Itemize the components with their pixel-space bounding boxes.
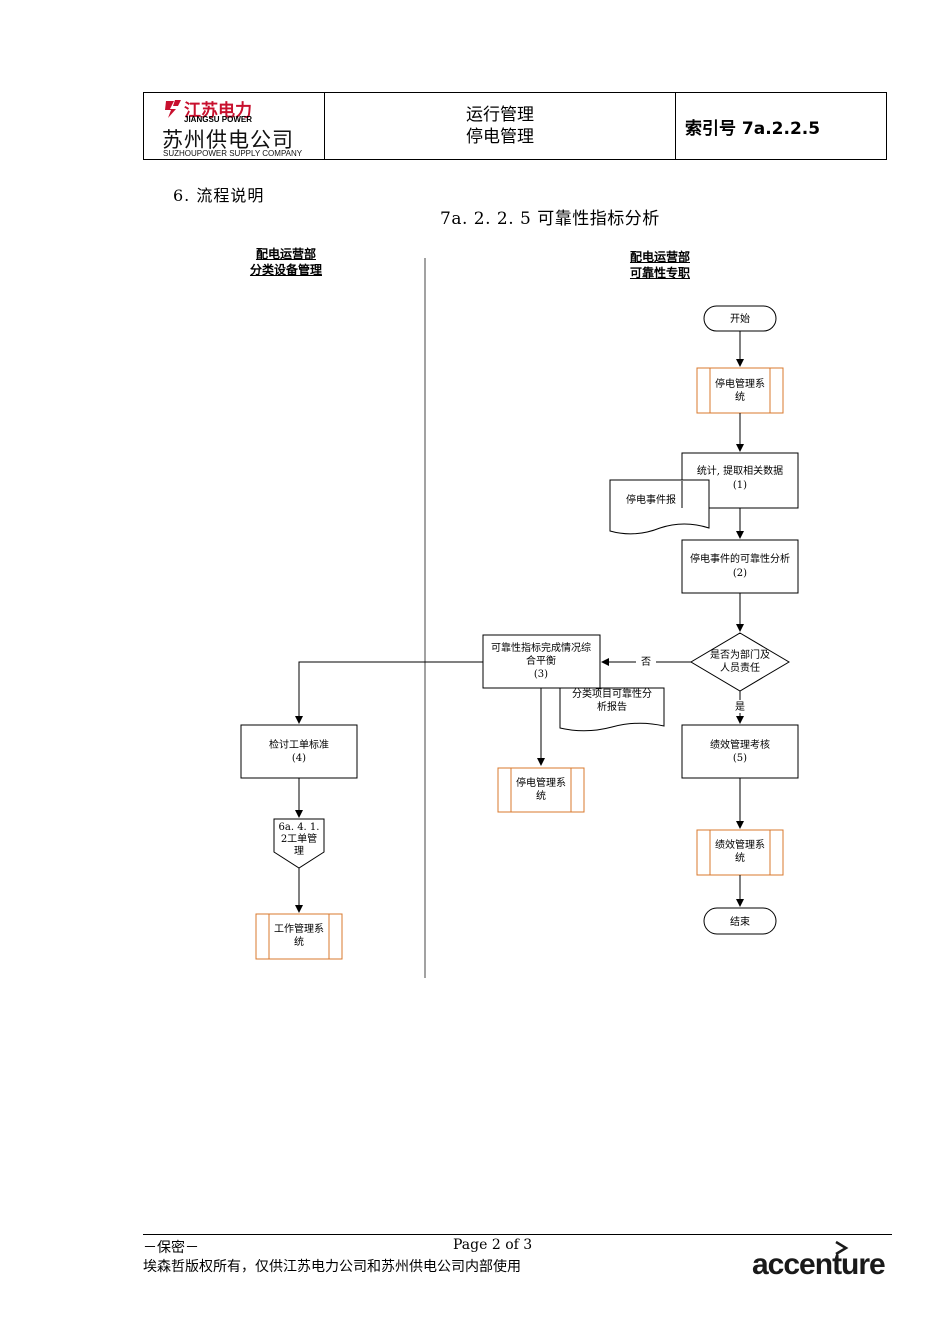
offpage-line2: 2工单管 [281, 832, 317, 845]
step-3-line3: (3) [534, 669, 548, 680]
system-work-line2: 统 [294, 935, 304, 948]
lane-header-left: 配电运营部 分类设备管理 [226, 246, 346, 278]
doc-category-report: 分类项目可靠性分 析报告 [559, 687, 665, 732]
logo-en-top: JIANGSU POWER [184, 115, 253, 124]
lane-right-line1: 配电运营部 [629, 250, 690, 264]
footer-confidential: －保密－ [143, 1240, 199, 1256]
offpage-line3: 理 [294, 845, 304, 857]
system-outage-management-1: 停电管理系 统 [696, 367, 784, 414]
lane-right-line2: 可靠性专职 [629, 266, 690, 280]
step-5-line1: 绩效管理考核 [710, 738, 770, 751]
system-outage-2-line2: 统 [536, 789, 546, 802]
label-yes: 是 [735, 701, 745, 713]
doc-category-line2: 析报告 [597, 700, 627, 713]
lane-header-right: 配电运营部 可靠性专职 [600, 249, 720, 281]
decision-responsibility: 是否为部门及 人员责任 [690, 632, 790, 692]
footer-page-number: Page 2 of 3 [453, 1237, 533, 1253]
step-3-line2: 合平衡 [526, 654, 556, 667]
header-title-line1: 运行管理 [466, 105, 534, 125]
step-4-line1: 检讨工单标准 [269, 738, 329, 751]
step-3-box: 可靠性指标完成情况综 合平衡 (3) [482, 634, 601, 689]
logo-en-main: SUZHOUPOWER SUPPLY COMPANY [163, 149, 303, 158]
company-logo: 江苏电力 JIANGSU POWER 苏州供电公司 SUZHOUPOWER SU… [144, 93, 325, 159]
header-title-line2: 停电管理 [466, 127, 534, 147]
header-index: 索引号 7a.2.2.5 [685, 118, 821, 139]
logo-cn-main: 苏州供电公司 [162, 128, 294, 152]
system-performance-line2: 统 [735, 851, 745, 864]
system-outage-1-line1: 停电管理系 [715, 377, 765, 390]
accenture-logo: accenture [752, 1248, 886, 1281]
system-work-management: 工作管理系 统 [255, 913, 343, 960]
decision-line2: 人员责任 [720, 661, 760, 674]
decision-line1: 是否为部门及 [710, 648, 770, 661]
jiangsu-power-logo-icon [165, 100, 181, 118]
start-terminal: 开始 [703, 305, 777, 332]
step-5-box: 绩效管理考核 (5) [681, 724, 799, 779]
doc-outage-report-label: 停电事件报 [626, 493, 676, 506]
footer-divider [143, 1234, 892, 1235]
step-5-line2: (5) [733, 753, 747, 764]
step-1-line1: 统计, 提取相关数据 [697, 464, 783, 477]
step-4-line2: (4) [292, 753, 306, 764]
step-4-box: 检讨工单标准 (4) [240, 724, 358, 779]
end-terminal: 结束 [703, 907, 777, 935]
doc-outage-report: 停电事件报 [609, 479, 710, 535]
step-1-line2: (1) [733, 480, 747, 491]
start-label: 开始 [730, 312, 750, 325]
label-no: 否 [641, 656, 651, 668]
lane-left-line1: 配电运营部 [255, 247, 316, 261]
document-header-table: 江苏电力 JIANGSU POWER 苏州供电公司 SUZHOUPOWER SU… [143, 92, 887, 160]
system-work-line1: 工作管理系 [274, 922, 324, 935]
step-2-line1: 停电事件的可靠性分析 [690, 552, 790, 565]
section-heading: 6. 流程说明 [173, 186, 265, 205]
footer-copyright: 埃森哲版权所有，仅供江苏电力公司和苏州供电公司内部使用 [143, 1259, 521, 1275]
step-3-line1: 可靠性指标完成情况综 [491, 641, 591, 654]
step-2-box: 停电事件的可靠性分析 (2) [681, 539, 799, 594]
accenture-chevron-icon [835, 1240, 849, 1256]
system-performance-management: 绩效管理系 统 [696, 829, 784, 876]
lane-left-line2: 分类设备管理 [249, 263, 322, 277]
system-outage-1-line2: 统 [735, 390, 745, 403]
step-2-line2: (2) [733, 568, 747, 579]
offpage-line1: 6a. 4. 1. [279, 822, 320, 833]
doc-category-line1: 分类项目可靠性分 [572, 687, 652, 700]
header-title: 运行管理 停电管理 [325, 93, 676, 159]
logo-cn-top: 江苏电力 [184, 101, 252, 121]
offpage-reference-work-order: 6a. 4. 1. 2工单管 理 [273, 818, 325, 869]
system-outage-2-line1: 停电管理系 [516, 776, 566, 789]
system-performance-line1: 绩效管理系 [715, 838, 765, 851]
end-label: 结束 [730, 915, 750, 928]
system-outage-management-2: 停电管理系 统 [497, 767, 585, 813]
flow-title: 7a. 2. 2. 5 可靠性指标分析 [440, 209, 660, 229]
